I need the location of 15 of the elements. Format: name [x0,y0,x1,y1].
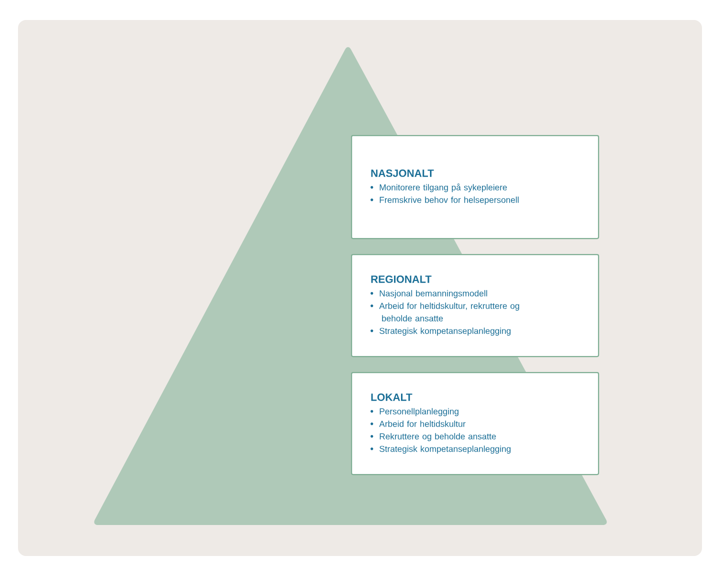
list-item: Monitorere tilgang på sykepleiere [380,183,507,192]
heading: LOKALT [371,394,412,401]
level-box [351,254,600,358]
level-box [351,372,600,476]
heading: REGIONALT [371,276,432,283]
list-item: Arbeid for heltidskultur, rekruttere og beholde ansatte [379,302,520,322]
list-item: Strategisk kompetanseplanlegging [380,328,511,336]
heading: NASJONALT [371,170,434,177]
level-box [351,135,600,240]
list-item: Strategisk kompetanseplanlegging [380,446,511,454]
list-item: Nasjonal bemanningsmodell [380,290,488,298]
list-item: Personellplanlegging [380,408,458,416]
list-item: Rekruttere og beholde ansatte [380,433,496,442]
list-item: Fremskrive behov for helsepersonell [380,196,519,205]
list-item: Arbeid for heltidskultur [379,420,466,427]
